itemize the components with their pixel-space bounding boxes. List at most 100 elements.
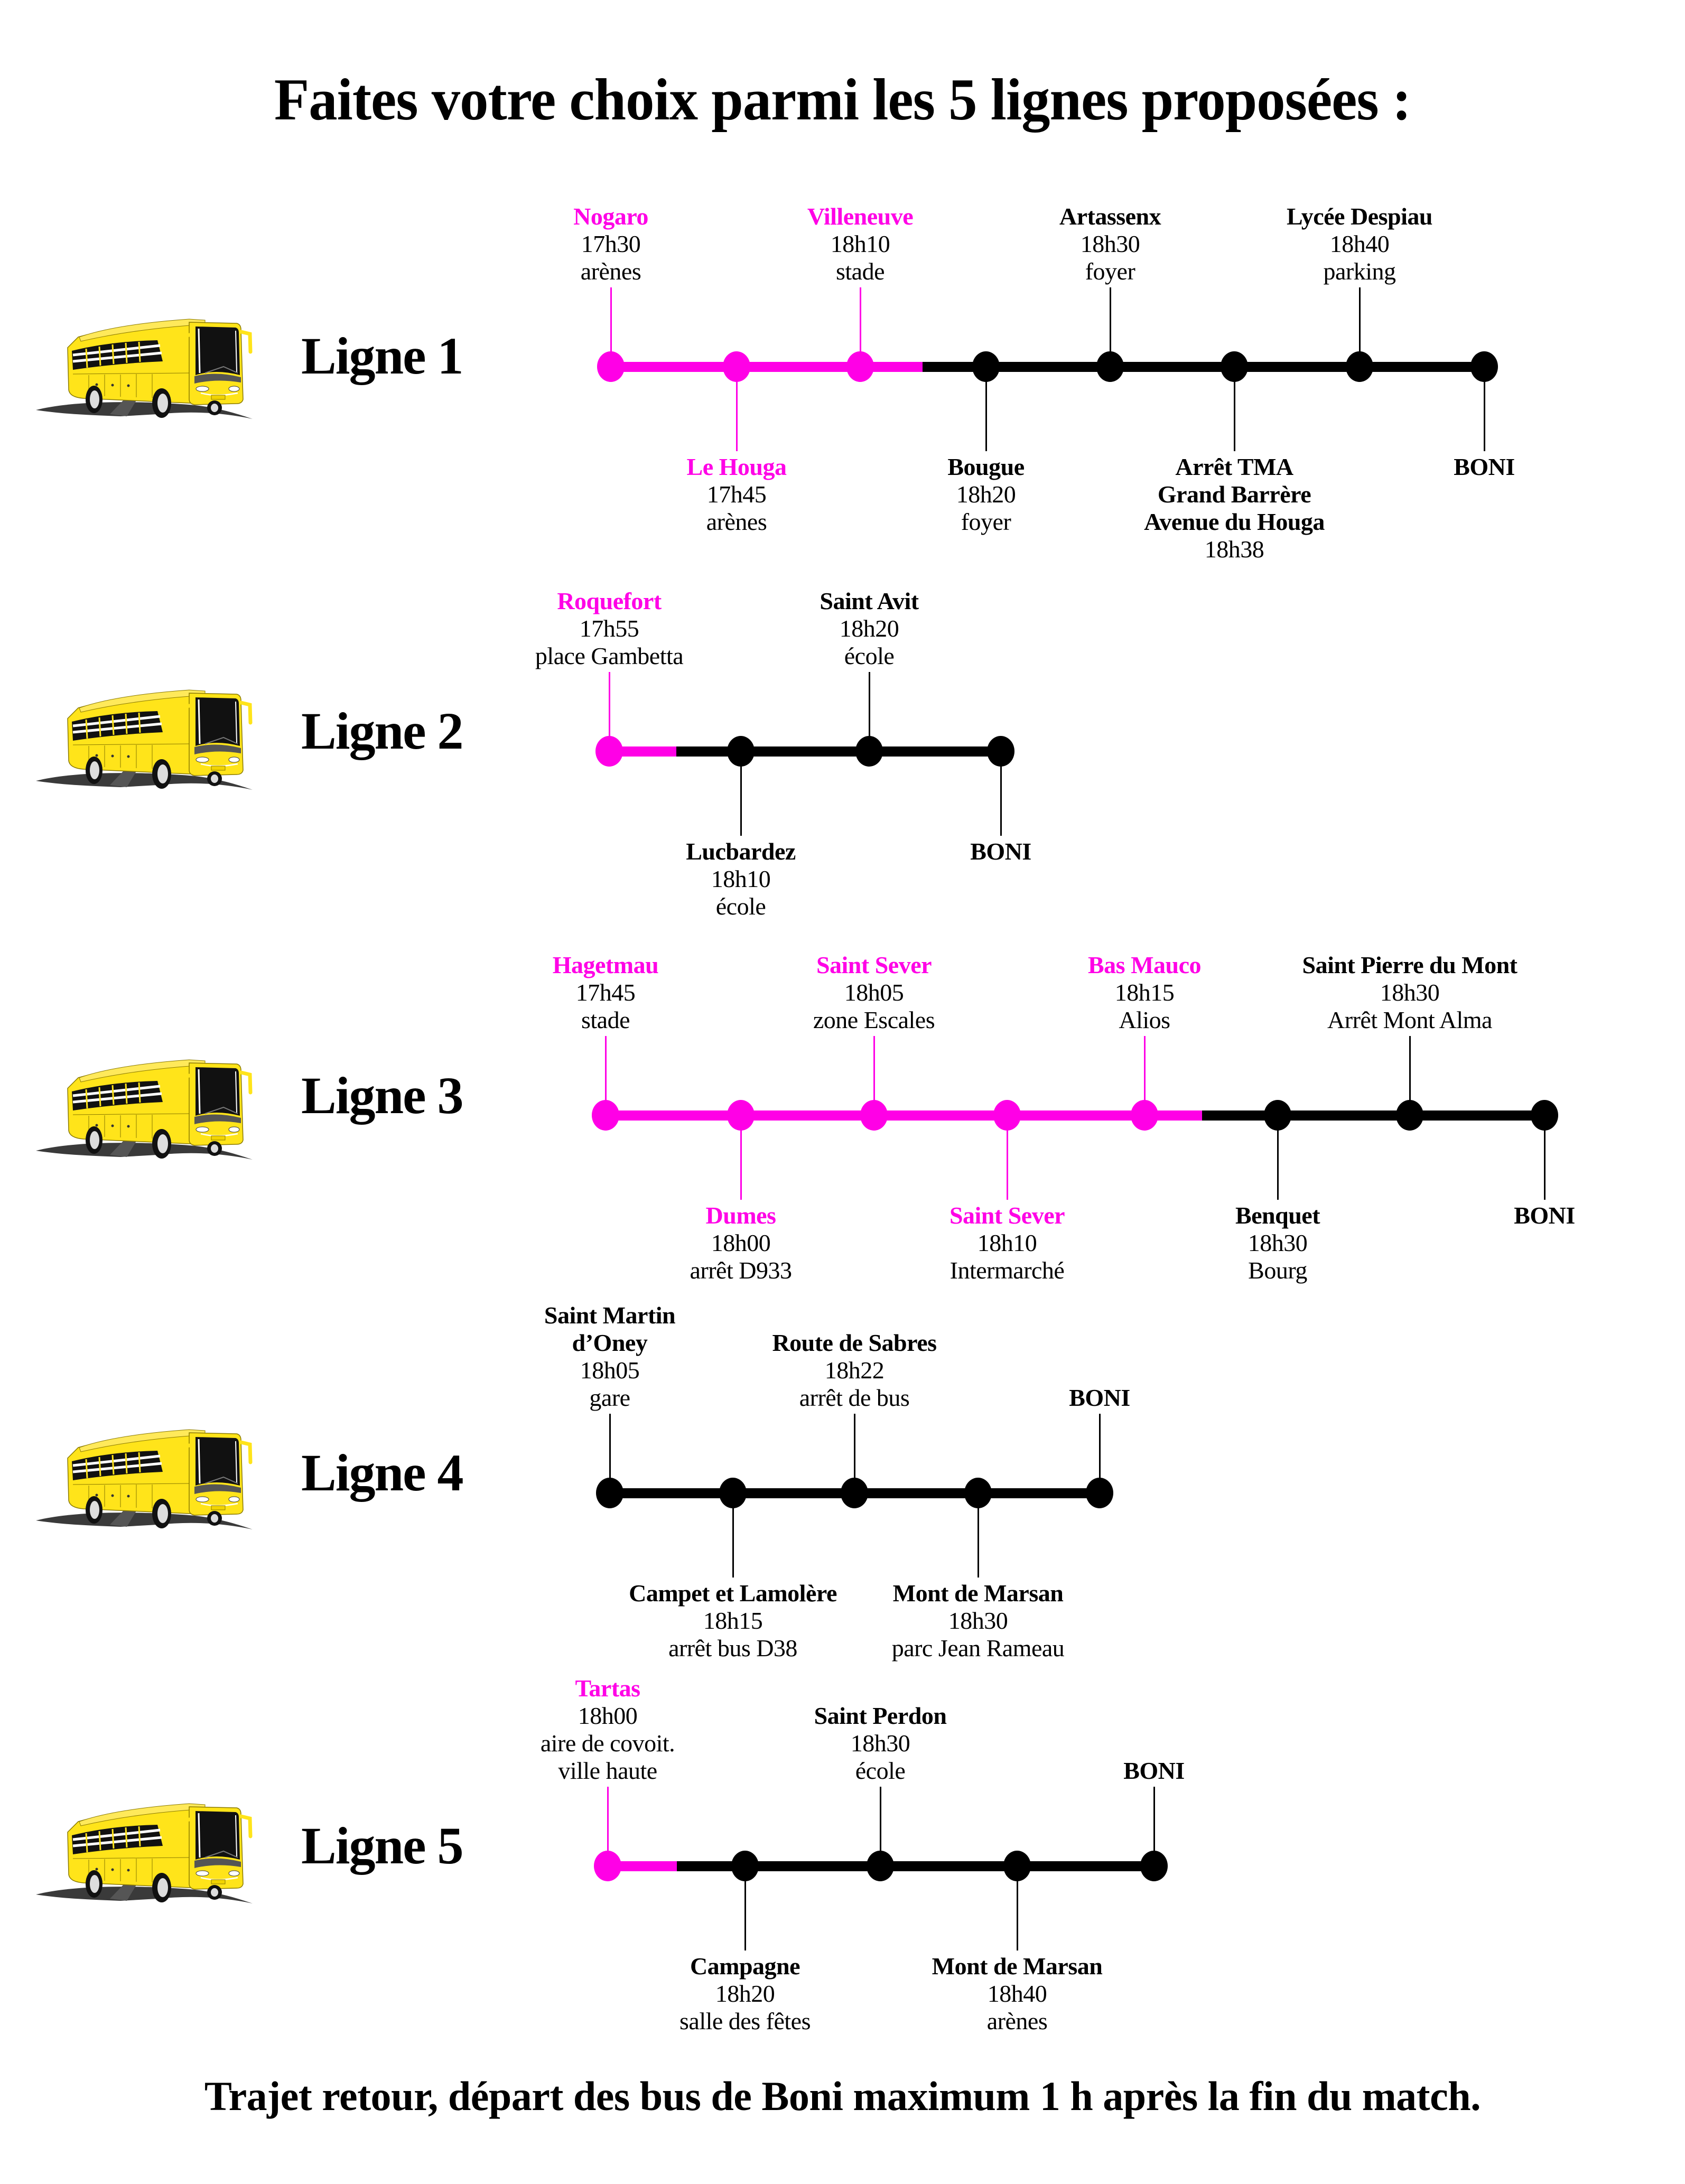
stop-label: BONI: [1006, 1757, 1302, 1785]
stop-connector: [859, 287, 861, 367]
stop-connector: [607, 1787, 609, 1866]
stop-connector: [604, 1036, 607, 1115]
stop-place: arrêt D933: [690, 1257, 792, 1284]
route-track-segment: [923, 361, 1484, 372]
stop-connector: [1000, 751, 1002, 836]
stop-time: 18h40: [987, 1980, 1047, 2007]
stop-connector: [1153, 1787, 1155, 1866]
stop-label: BONI: [1397, 1202, 1685, 1229]
stop-name: Saint Pierre du Mont: [1302, 951, 1518, 978]
stop-name: Campet et Lamolère: [629, 1580, 837, 1607]
stop-time: 18h30: [1080, 230, 1140, 257]
stop-name: Bougue: [947, 453, 1025, 480]
stop-name: Tartas: [575, 1675, 640, 1702]
stop-time: 18h38: [1204, 536, 1264, 563]
stop-place: foyer: [1085, 258, 1135, 285]
stop-connector: [1233, 367, 1235, 451]
stop-label: BONI: [853, 838, 1149, 865]
stop-place: ville haute: [558, 1757, 657, 1784]
stop-place: école: [715, 893, 766, 920]
stop-time: 18h20: [839, 615, 899, 642]
stop-place: place Gambetta: [535, 642, 684, 669]
stop-name: Dumes: [705, 1202, 776, 1229]
stop-connector: [879, 1787, 881, 1866]
stop-name: Artassenx: [1059, 203, 1161, 230]
stop-place: Bourg: [1248, 1257, 1307, 1284]
stop-connector: [610, 287, 612, 367]
stop-name: Saint Sever: [816, 951, 932, 978]
stop-connector: [736, 367, 738, 451]
stop-name: BONI: [1454, 453, 1515, 480]
stop-connector: [873, 1036, 875, 1115]
stop-connector: [732, 1493, 734, 1578]
route-track-segment: [677, 1861, 1154, 1871]
bus-icon: [31, 311, 253, 422]
route-track-highlight-segment: [611, 361, 923, 372]
stop-connector: [853, 1414, 855, 1493]
page-title: Faites votre choix parmi les 5 lignes pr…: [274, 67, 1411, 133]
stop-place: école: [855, 1757, 906, 1784]
stop-name: Hagetmau: [552, 951, 659, 978]
stop-time: 18h15: [1114, 979, 1175, 1006]
stop-time: 18h05: [580, 1357, 640, 1384]
stop-connector: [977, 1493, 979, 1578]
route-label: Ligne 3: [301, 1066, 463, 1125]
stop-time: 18h00: [578, 1702, 638, 1729]
stop-place: stade: [835, 258, 885, 285]
route-track-segment: [676, 746, 1001, 757]
route-label: Ligne 2: [301, 702, 463, 760]
stop-connector: [1006, 1115, 1008, 1200]
stop-place: arrêt de bus: [799, 1384, 910, 1411]
stop-place: école: [844, 642, 895, 669]
route-label: Ligne 5: [301, 1816, 463, 1875]
stop-time: 17h45: [575, 979, 636, 1006]
stop-name: Nogaro: [573, 203, 648, 230]
stop-name: Saint Martin: [544, 1302, 676, 1329]
stop-name: Grand Barrère: [1157, 481, 1311, 508]
stop-connector: [1358, 287, 1361, 367]
route-track-highlight-segment: [606, 1110, 1202, 1121]
stop-time: 18h10: [977, 1229, 1037, 1256]
stop-place: foyer: [961, 508, 1011, 535]
stop-label: BONI: [1336, 453, 1632, 481]
stop-time: 18h00: [711, 1229, 771, 1256]
stop-time: 18h40: [1329, 230, 1390, 257]
stop-place: stade: [581, 1006, 630, 1033]
stop-name: Avenue du Houga: [1144, 508, 1325, 535]
bus-icon: [31, 1051, 253, 1162]
stop-time: 18h30: [948, 1607, 1008, 1634]
stop-connector: [1409, 1036, 1411, 1115]
stop-name: Roquefort: [557, 587, 662, 614]
stop-place: arènes: [706, 508, 767, 535]
stop-name: Lycée Despiau: [1287, 203, 1432, 230]
stop-connector: [1277, 1115, 1279, 1200]
stop-name: Benquet: [1235, 1202, 1320, 1229]
stop-place: zone Escales: [813, 1006, 935, 1033]
stop-connector: [608, 672, 610, 751]
stop-place: Intermarché: [949, 1257, 1065, 1284]
stop-name: BONI: [1069, 1384, 1130, 1411]
stop-connector: [868, 672, 870, 751]
stop-connector: [1016, 1866, 1018, 1950]
stop-place: Arrêt Mont Alma: [1327, 1006, 1492, 1033]
stop-place: gare: [589, 1384, 630, 1411]
stop-connector: [1109, 287, 1111, 367]
